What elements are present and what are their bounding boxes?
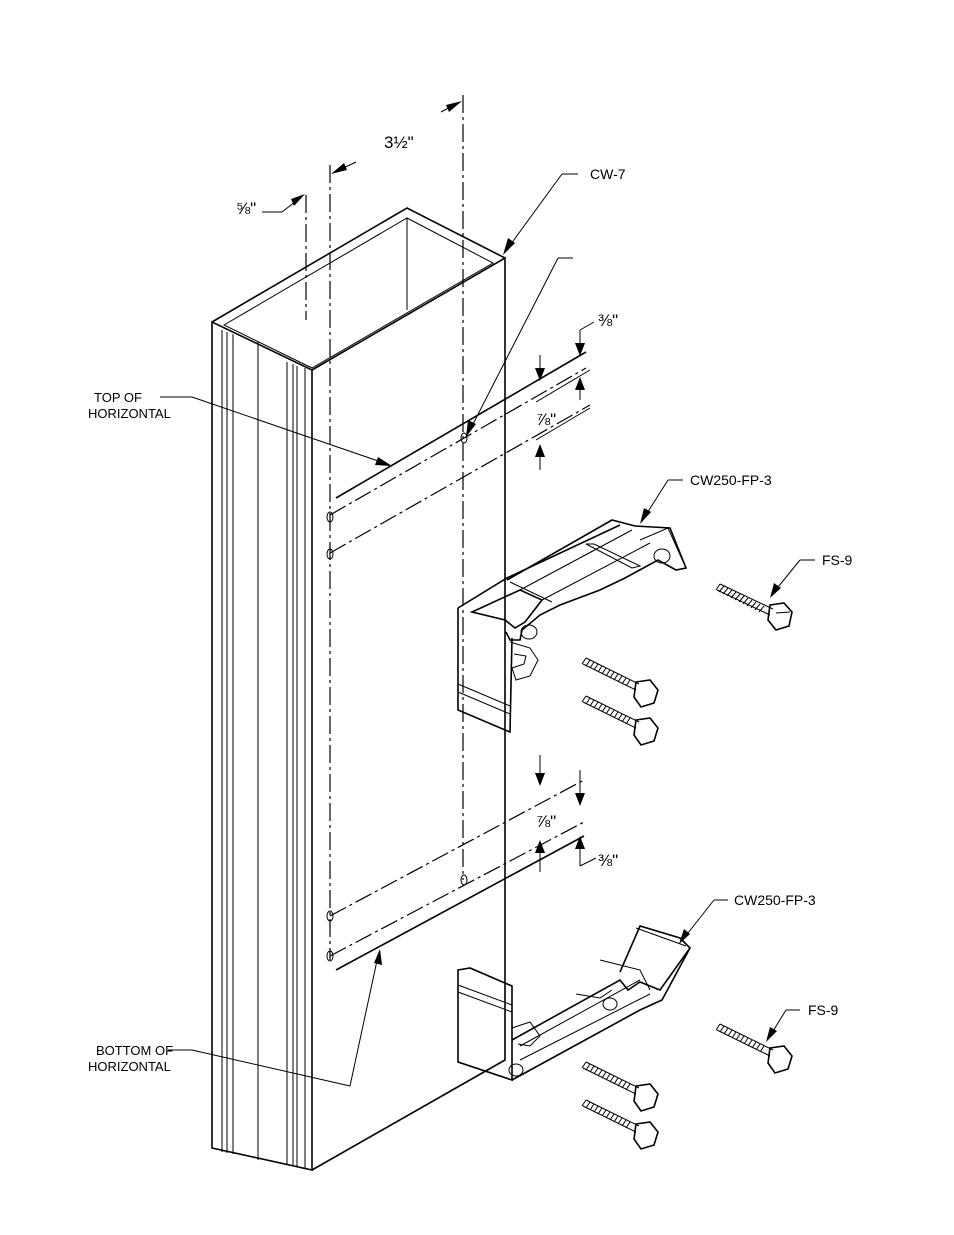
hole (326, 950, 334, 962)
dim-top-edge-gap: ⅜" (575, 311, 618, 400)
callout-fs9-lower: FS-9 (766, 1002, 839, 1042)
hole (326, 548, 334, 560)
dim-top-edge-gap-text: ⅜" (598, 311, 618, 330)
hole (460, 432, 468, 444)
hole (460, 874, 468, 886)
callout-bottom-of-horizontal: BOTTOM OF HORIZONTAL (88, 949, 382, 1087)
mullion-inner-opening (222, 217, 495, 369)
callout-fp-upper: CW250-FP-3 (640, 472, 772, 524)
screw-pair-upper (581, 657, 659, 746)
dim-top-hole-spacing: ⅞" (535, 355, 591, 470)
hole (326, 511, 334, 523)
label-top-line1: TOP OF (94, 390, 142, 405)
dim-width-main: 3½" (331, 101, 462, 174)
label-bottom-line2: HORIZONTAL (88, 1059, 171, 1074)
callout-fp-lower: CW250-FP-3 (679, 892, 816, 944)
label-fp-lower: CW250-FP-3 (734, 892, 816, 908)
mullion-cw7 (211, 207, 506, 1171)
label-fs9-upper: FS-9 (822, 552, 853, 568)
label-bottom-line1: BOTTOM OF (96, 1043, 173, 1058)
leader-top-hole (466, 257, 573, 437)
top-horizontal-lines (326, 351, 591, 560)
dim-bottom-hole-spacing: ⅞" (535, 755, 556, 872)
bottom-horizontal-lines (326, 779, 585, 971)
dim-offset-left: ⅝" (236, 194, 305, 218)
dim-width-main-text: 3½" (384, 133, 414, 152)
dim-bottom-hole-spacing-text: ⅞" (536, 812, 556, 831)
leader-cw7: CW-7 (503, 166, 626, 255)
dim-top-hole-spacing-text: ⅞" (536, 410, 556, 429)
callout-fs9-upper: FS-9 (770, 552, 853, 598)
callout-top-of-horizontal: TOP OF HORIZONTAL (88, 390, 392, 466)
label-fs9-lower: FS-9 (808, 1002, 839, 1018)
framing-plate-upper (457, 519, 688, 734)
label-cw7: CW-7 (590, 166, 626, 182)
dimension-centerlines (305, 95, 464, 960)
screw-fs9-lower (715, 1023, 793, 1074)
mullion-top-rim (211, 207, 506, 323)
screw-pair-lower (581, 1061, 659, 1150)
mullion-right-face (311, 256, 506, 1171)
screw-fs9-upper (715, 583, 793, 631)
framing-plate-lower (457, 925, 692, 1082)
dim-bottom-edge-gap: ⅜" (575, 770, 618, 870)
label-fp-upper: CW250-FP-3 (690, 472, 772, 488)
label-top-line2: HORIZONTAL (88, 406, 171, 421)
dim-bottom-edge-gap-text: ⅜" (598, 851, 618, 870)
dim-offset-left-text: ⅝" (236, 199, 256, 218)
hole (326, 910, 334, 922)
